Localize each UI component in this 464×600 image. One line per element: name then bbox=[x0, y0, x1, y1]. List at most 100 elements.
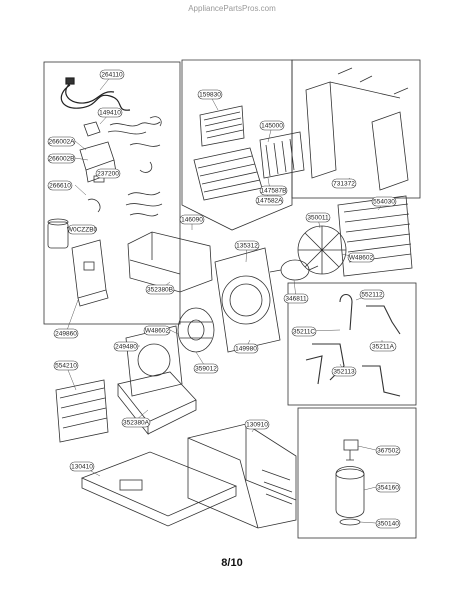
svg-text:359012: 359012 bbox=[195, 366, 217, 373]
part-label-554030: 554030 bbox=[371, 196, 397, 207]
part-label-130910: 130910 bbox=[244, 419, 270, 430]
part-label-731372: 731372 bbox=[331, 178, 357, 189]
svg-text:W48602: W48602 bbox=[349, 255, 374, 262]
svg-text:350011: 350011 bbox=[307, 215, 329, 222]
frame-section-box bbox=[291, 59, 421, 199]
piping-drawing bbox=[305, 293, 401, 397]
part-label-266002B: 266002B bbox=[47, 153, 76, 164]
svg-text:130410: 130410 bbox=[71, 464, 93, 471]
part-label-149980: 149980 bbox=[233, 343, 259, 354]
blower-wheel-drawing bbox=[177, 307, 215, 353]
part-label-146090: 146090 bbox=[179, 214, 205, 225]
part-label-145000: 145000 bbox=[259, 120, 285, 131]
svg-text:146090: 146090 bbox=[181, 217, 203, 224]
part-label-W0CZZB0: W0CZZB0 bbox=[67, 224, 98, 235]
capacitor-drawing bbox=[47, 218, 69, 249]
part-label-147587B: 147587B bbox=[259, 185, 288, 196]
svg-text:147587B: 147587B bbox=[260, 188, 286, 195]
svg-text:135312: 135312 bbox=[236, 243, 258, 250]
part-label-266002A: 266002A bbox=[47, 136, 76, 147]
svg-text:346811: 346811 bbox=[285, 296, 307, 303]
svg-text:147582A: 147582A bbox=[256, 198, 283, 205]
power-cord-drawing bbox=[60, 77, 131, 111]
wire-harness-drawing bbox=[83, 116, 162, 173]
svg-text:266610: 266610 bbox=[49, 183, 71, 190]
base-chassis-drawing bbox=[80, 451, 238, 527]
part-label-135312: 135312 bbox=[234, 240, 260, 251]
svg-text:264110: 264110 bbox=[101, 72, 123, 79]
part-label-130410: 130410 bbox=[69, 461, 95, 472]
svg-text:731372: 731372 bbox=[333, 181, 355, 188]
svg-text:145000: 145000 bbox=[261, 123, 283, 130]
cabinet-drawing bbox=[187, 423, 297, 529]
part-label-352113: 352113 bbox=[331, 366, 357, 377]
page-number: 8/10 bbox=[221, 557, 243, 569]
part-label-350011: 350011 bbox=[305, 212, 331, 223]
piping-section-box bbox=[287, 282, 417, 406]
shroud-orifice-drawing bbox=[214, 247, 281, 353]
base-pan-drawing bbox=[117, 371, 197, 436]
part-label-359012: 359012 bbox=[193, 363, 219, 374]
svg-text:159830: 159830 bbox=[199, 92, 221, 99]
svg-text:35211C: 35211C bbox=[293, 329, 316, 336]
part-label-352380A: 352380A bbox=[121, 417, 151, 428]
svg-text:552112: 552112 bbox=[361, 292, 383, 299]
scroll-housing-drawing bbox=[125, 325, 183, 397]
control-bracket-drawing bbox=[71, 239, 109, 307]
svg-text:W48602: W48602 bbox=[145, 328, 170, 335]
svg-text:352380B: 352380B bbox=[147, 287, 173, 294]
part-label-W48602-upper: W48602 bbox=[347, 252, 375, 263]
part-label-249860: 249860 bbox=[53, 328, 79, 339]
svg-text:352380A: 352380A bbox=[123, 420, 150, 427]
part-label-350140: 350140 bbox=[375, 518, 401, 529]
part-label-249480: 249480 bbox=[113, 341, 139, 352]
part-label-149410: 149410 bbox=[97, 107, 123, 118]
wire-bundle-drawing bbox=[87, 191, 163, 217]
part-label-554210: 554210 bbox=[53, 360, 79, 371]
part-label-552112: 552112 bbox=[359, 289, 385, 300]
compressor-drawing bbox=[335, 439, 365, 526]
svg-text:149410: 149410 bbox=[99, 110, 121, 117]
part-label-35211A: 35211A bbox=[369, 341, 397, 352]
part-label-264110: 264110 bbox=[99, 69, 125, 80]
svg-text:130910: 130910 bbox=[246, 422, 268, 429]
part-label-354160: 354160 bbox=[375, 482, 401, 493]
compressor-section-box bbox=[297, 407, 417, 539]
svg-text:149980: 149980 bbox=[235, 346, 257, 353]
condenser-fan-drawing bbox=[297, 225, 347, 275]
part-label-352380B: 352380B bbox=[145, 284, 175, 295]
site-watermark: AppliancePartsPros.com bbox=[188, 4, 276, 13]
svg-text:237200: 237200 bbox=[97, 171, 119, 178]
svg-text:35211A: 35211A bbox=[372, 344, 395, 351]
part-label-237200: 237200 bbox=[95, 168, 121, 179]
svg-text:554210: 554210 bbox=[55, 363, 77, 370]
svg-text:W0CZZB0: W0CZZB0 bbox=[67, 227, 98, 234]
svg-text:352113: 352113 bbox=[333, 369, 355, 376]
svg-text:367502: 367502 bbox=[377, 448, 399, 455]
svg-text:249480: 249480 bbox=[115, 344, 137, 351]
side-curtain-frame-drawing bbox=[305, 67, 409, 191]
air-filter-drawing bbox=[199, 105, 245, 147]
fan-motor-drawing bbox=[269, 259, 319, 281]
wiring-section-box bbox=[43, 61, 181, 325]
part-label-147582A: 147582A bbox=[255, 195, 284, 206]
grille-section-box bbox=[181, 59, 293, 231]
svg-text:350140: 350140 bbox=[377, 521, 399, 528]
svg-text:249860: 249860 bbox=[55, 331, 77, 338]
svg-text:554030: 554030 bbox=[373, 199, 395, 206]
part-label-W48602-lower: W48602 bbox=[143, 325, 171, 336]
louver-set-drawing bbox=[259, 131, 305, 179]
svg-text:266002B: 266002B bbox=[48, 156, 74, 163]
part-label-367502: 367502 bbox=[375, 445, 401, 456]
svg-text:266002A: 266002A bbox=[48, 139, 75, 146]
part-label-346811: 346811 bbox=[283, 293, 309, 304]
evaporator-coil-drawing bbox=[55, 379, 109, 443]
part-label-159830: 159830 bbox=[197, 89, 223, 100]
air-guide-drawing bbox=[127, 231, 213, 293]
part-label-266610: 266610 bbox=[47, 180, 73, 191]
svg-text:354160: 354160 bbox=[377, 485, 399, 492]
front-grille-drawing bbox=[193, 147, 263, 201]
part-label-35211C: 35211C bbox=[291, 326, 317, 337]
condenser-coil-drawing bbox=[337, 195, 413, 277]
